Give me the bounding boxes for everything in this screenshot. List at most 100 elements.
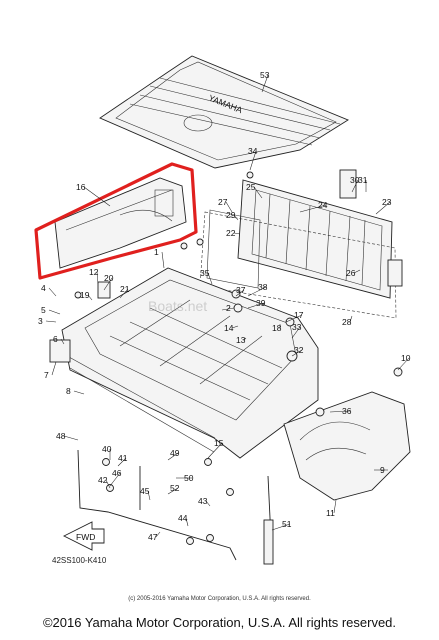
part-number-14[interactable]: 14 (224, 323, 234, 333)
part-number-52[interactable]: 52 (170, 483, 180, 493)
leader-line-5 (48, 309, 61, 315)
part-number-48[interactable]: 48 (56, 431, 66, 441)
part-number-31[interactable]: 31 (358, 175, 368, 185)
part-16-highlight (34, 162, 198, 280)
part-number-10[interactable]: 10 (401, 353, 411, 363)
leader-line-19 (87, 294, 93, 301)
leader-line-2 (221, 307, 235, 311)
leader-line-1 (161, 251, 165, 269)
gas-strut-part[interactable] (263, 475, 274, 565)
leader-line-11 (333, 499, 337, 514)
leader-line-25 (253, 186, 263, 199)
part-number-36[interactable]: 36 (342, 406, 352, 416)
part-number-23[interactable]: 23 (382, 197, 392, 207)
leader-line-35 (207, 272, 213, 285)
part-number-28[interactable]: 28 (342, 317, 352, 327)
part-number-11[interactable]: 11 (326, 508, 335, 518)
leader-line-15 (207, 442, 223, 459)
leader-line-53 (261, 74, 269, 93)
part-number-53[interactable]: 53 (260, 70, 270, 80)
part-number-25[interactable]: 25 (246, 182, 256, 192)
leader-line-30 (351, 179, 359, 193)
leader-line-6 (60, 338, 65, 345)
leader-line-13 (243, 337, 247, 341)
part-number-19[interactable]: 19 (80, 290, 90, 300)
leader-line-51 (271, 523, 291, 531)
part-number-2[interactable]: 2 (226, 303, 231, 313)
part-number-16[interactable]: 16 (76, 182, 86, 192)
part-number-3[interactable]: 3 (38, 316, 43, 326)
fwd-arrow-icon: FWD (62, 521, 105, 551)
leader-line-17 (285, 314, 303, 323)
leader-line-28 (349, 315, 353, 323)
part-number-33[interactable]: 33 (292, 322, 302, 332)
lower-rod-part[interactable] (77, 449, 237, 561)
leader-line-32 (291, 349, 303, 357)
bed-mat-part[interactable]: YAMAHA (99, 55, 349, 169)
leader-line-39 (247, 302, 265, 309)
part-number-34[interactable]: 34 (248, 146, 258, 156)
part-number-8[interactable]: 8 (66, 386, 71, 396)
part-number-22[interactable]: 22 (226, 228, 236, 238)
part-number-39[interactable]: 39 (256, 298, 266, 308)
part-number-27[interactable]: 27 (218, 197, 228, 207)
leader-line-38 (247, 286, 267, 297)
part-number-32[interactable]: 32 (294, 345, 304, 355)
fasteners (74, 171, 403, 545)
part-number-50[interactable]: 50 (184, 473, 194, 483)
part-number-24[interactable]: 24 (318, 200, 328, 210)
part-number-1[interactable]: 1 (154, 247, 159, 257)
leader-line-10 (397, 357, 410, 371)
part-number-40[interactable]: 40 (102, 444, 112, 454)
part-number-21[interactable]: 21 (120, 284, 130, 294)
front-panel-part-16[interactable] (34, 162, 198, 280)
part-number-12[interactable]: 12 (89, 267, 99, 277)
part-number-5[interactable]: 5 (41, 305, 46, 315)
leader-line-34 (249, 150, 257, 171)
part-number-38[interactable]: 38 (258, 282, 268, 292)
part-number-35[interactable]: 35 (200, 268, 210, 278)
tailgate-part[interactable] (199, 179, 397, 319)
part-number-47[interactable]: 47 (148, 532, 158, 542)
part-number-13[interactable]: 13 (236, 335, 246, 345)
part-number-44[interactable]: 44 (178, 513, 188, 523)
bed-tub-part[interactable] (59, 267, 319, 459)
part-number-30[interactable]: 30 (350, 175, 360, 185)
part-number-51[interactable]: 51 (282, 519, 292, 529)
part-number-41[interactable]: 41 (118, 453, 128, 463)
part-number-49[interactable]: 49 (170, 448, 180, 458)
yamaha-logo-icon (183, 114, 213, 132)
fwd-label: FWD (76, 532, 95, 542)
leader-line-41 (117, 457, 127, 467)
part-number-17[interactable]: 17 (294, 310, 304, 320)
part-number-6[interactable]: 6 (53, 334, 58, 344)
leader-line-52 (167, 487, 179, 495)
leader-line-33 (291, 326, 301, 339)
part-number-43[interactable]: 43 (198, 496, 208, 506)
part-number-15[interactable]: 15 (214, 438, 224, 448)
leader-line-36 (329, 410, 351, 413)
leader-line-16 (83, 186, 111, 207)
leader-line-21 (119, 288, 129, 299)
part-number-37[interactable]: 37 (236, 285, 246, 295)
leader-line-23 (375, 201, 391, 215)
leader-line-49 (167, 452, 179, 461)
part-number-45[interactable]: 45 (140, 486, 150, 496)
leader-line-43 (205, 500, 211, 507)
leader-line-7 (51, 361, 57, 376)
part-number-4[interactable]: 4 (41, 283, 46, 293)
fender-part[interactable] (283, 391, 411, 501)
part-number-9[interactable]: 9 (380, 465, 385, 475)
part-number-20[interactable]: 20 (104, 273, 114, 283)
part-number-7[interactable]: 7 (44, 370, 49, 380)
diagram-ref-code: 42SS100-K410 (52, 556, 107, 565)
part-number-29[interactable]: 29 (226, 210, 236, 220)
part-number-26[interactable]: 26 (346, 268, 356, 278)
part-number-18[interactable]: 18 (272, 323, 282, 333)
leader-line-29 (233, 214, 239, 221)
leader-line-44 (185, 517, 189, 527)
footer-copyright: ©2016 Yamaha Motor Corporation, U.S.A. A… (42, 615, 397, 630)
part-number-46[interactable]: 46 (112, 468, 122, 478)
part-number-42[interactable]: 42 (98, 475, 108, 485)
